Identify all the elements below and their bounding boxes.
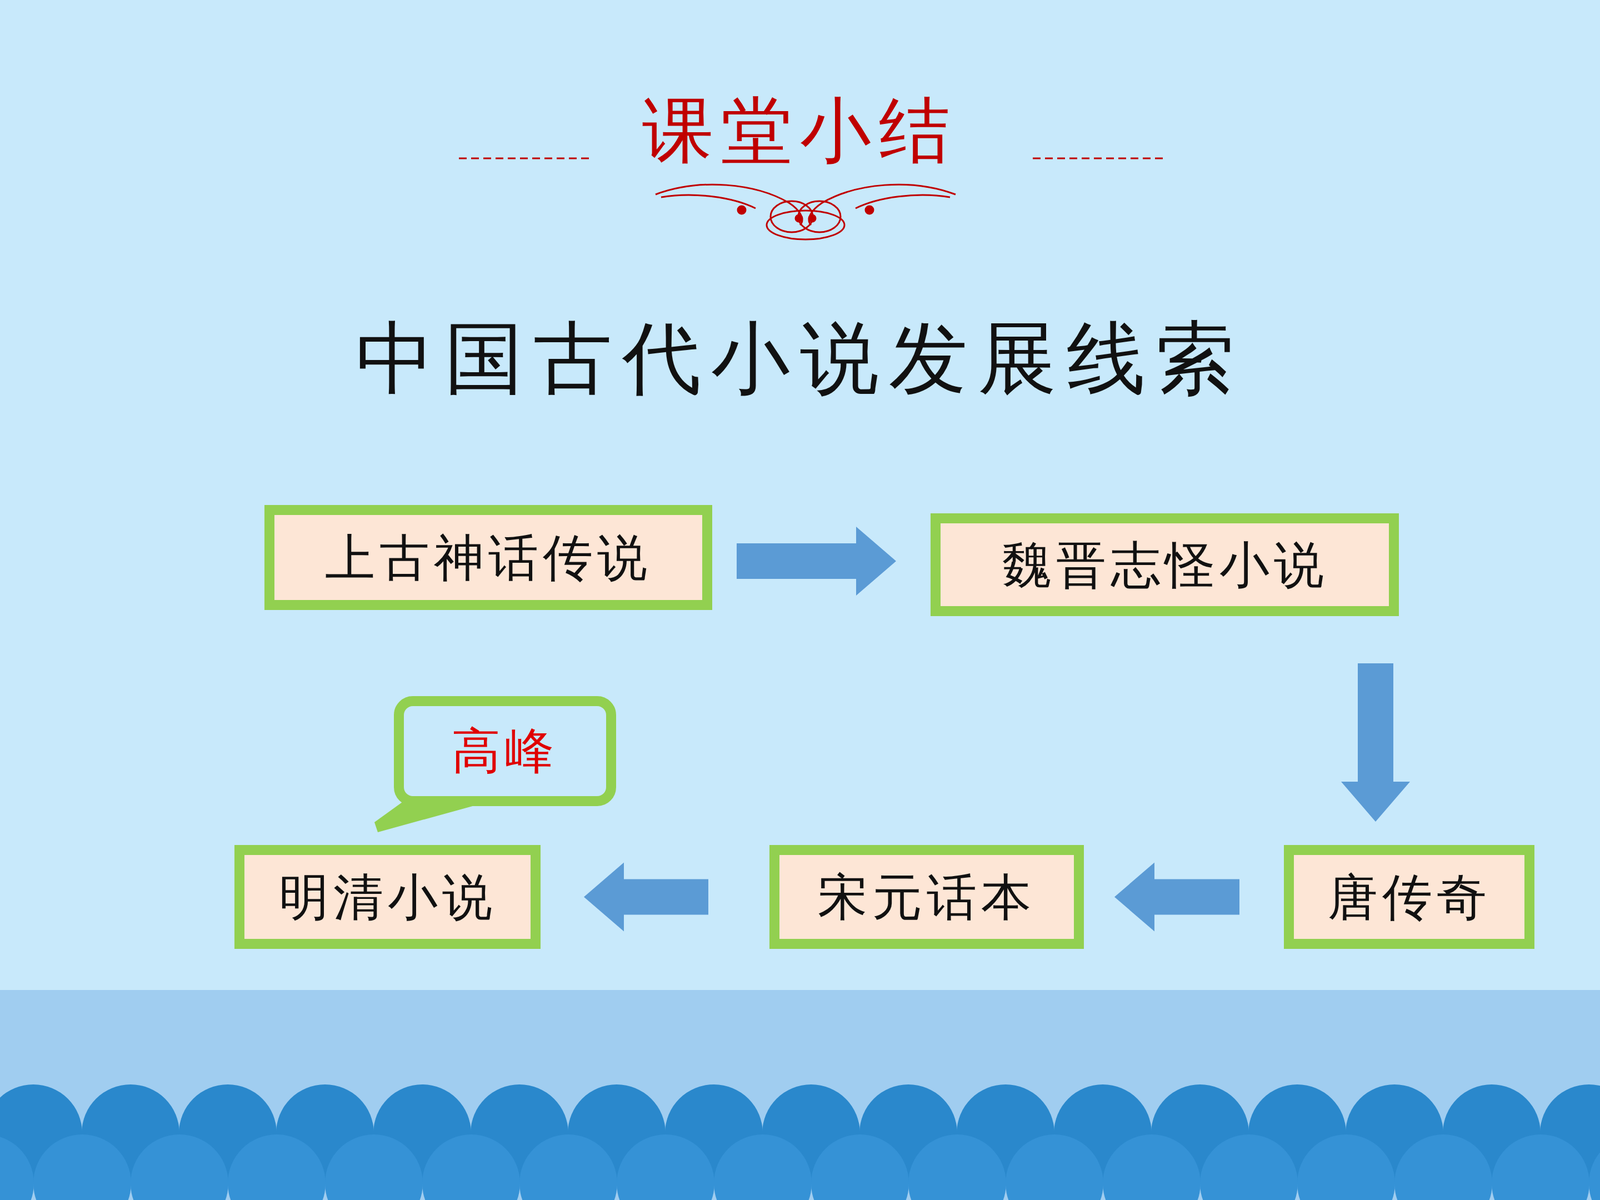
block-arrow (583, 862, 709, 932)
stage-box: 唐传奇 (1283, 845, 1535, 949)
dashed-rule (1032, 157, 1167, 160)
dashed-rule (458, 157, 592, 160)
stage-box: 宋元话本 (769, 845, 1084, 949)
ornament (655, 184, 956, 240)
block-arrow (1114, 862, 1240, 932)
node-text: 上古神话传说 (325, 527, 652, 589)
node-text: 魏晋志怪小说 (1001, 534, 1329, 596)
diagram-title: 中国古代小说发展线索 (0, 311, 1600, 406)
speech-bubble: 高峰 (393, 696, 617, 807)
stage-box: 上古神话传说 (264, 505, 713, 610)
scallop-waves (0, 1084, 1600, 1200)
node-text: 高峰 (451, 720, 559, 782)
section-heading: 课堂小结 (0, 88, 1600, 173)
stage-box: 明清小说 (234, 845, 541, 949)
block-arrow (736, 526, 897, 596)
node-text: 唐传奇 (1327, 866, 1492, 928)
block-arrow (1341, 663, 1410, 822)
node-text: 明清小说 (278, 866, 497, 928)
stage-box: 魏晋志怪小说 (930, 513, 1399, 617)
node-text: 宋元话本 (817, 866, 1036, 928)
